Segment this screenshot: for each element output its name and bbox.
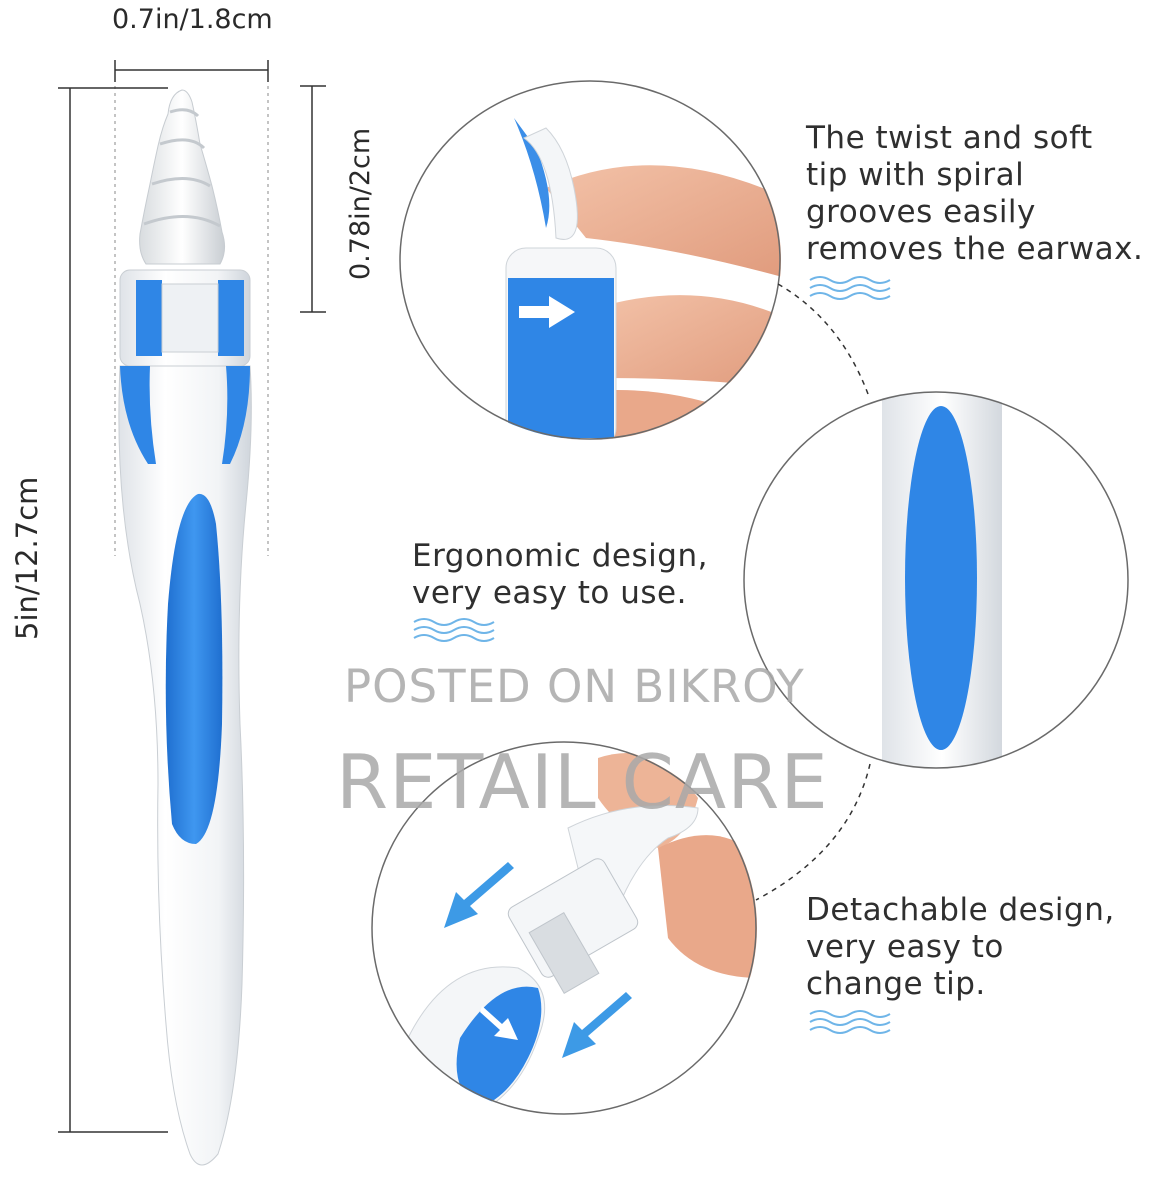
width-dimension-label: 0.7in/1.8cm xyxy=(112,4,273,35)
feature-ergonomic-text: Ergonomic design, very easy to use. xyxy=(412,538,708,612)
feature-ergonomic-line: Ergonomic design, xyxy=(412,538,708,574)
tip-height-dimension-line xyxy=(300,85,326,313)
feature-ergonomic-line: very easy to use. xyxy=(412,575,687,611)
detachable-closeup-circle xyxy=(371,741,757,1115)
dashed-connector-bottom xyxy=(755,763,871,901)
dashed-connector-top xyxy=(777,283,869,395)
length-dimension-line xyxy=(58,87,168,1133)
width-dimension-line xyxy=(114,60,269,82)
watermark-posted-on: POSTED ON BIKROY xyxy=(344,660,805,713)
tip-closeup-circle xyxy=(399,80,781,440)
arrow-down-left-icon xyxy=(444,862,514,928)
feature-detachable-line: change tip. xyxy=(806,966,986,1002)
feature-tip-line: removes the earwax. xyxy=(806,231,1144,267)
watermark-retail-care: RETAIL CARE xyxy=(336,738,829,826)
feature-tip-line: grooves easily xyxy=(806,194,1036,230)
tip-height-dimension-label: 0.78in/2cm xyxy=(345,127,376,280)
feature-tip-line: tip with spiral xyxy=(806,157,1025,193)
wave-icon xyxy=(413,618,495,642)
ear-cleaner-product xyxy=(118,89,252,1166)
arrow-down-right-icon xyxy=(480,1006,518,1040)
grip-closeup-circle xyxy=(743,391,1129,769)
feature-tip-text: The twist and soft tip with spiral groov… xyxy=(806,120,1143,268)
feature-detachable-text: Detachable design, very easy to change t… xyxy=(806,892,1115,1003)
wave-icon xyxy=(809,1010,891,1034)
feature-tip-line: The twist and soft xyxy=(806,120,1093,156)
spiral-tip xyxy=(139,89,226,265)
width-guide-lines xyxy=(114,86,269,556)
feature-detachable-line: very easy to xyxy=(806,929,1004,965)
feature-detachable-line: Detachable design, xyxy=(806,892,1115,928)
arrow-right-icon xyxy=(519,296,575,328)
arrow-down-left-icon xyxy=(562,992,632,1058)
wave-icon xyxy=(809,276,891,300)
length-dimension-label: 5in/12.7cm xyxy=(10,476,44,640)
